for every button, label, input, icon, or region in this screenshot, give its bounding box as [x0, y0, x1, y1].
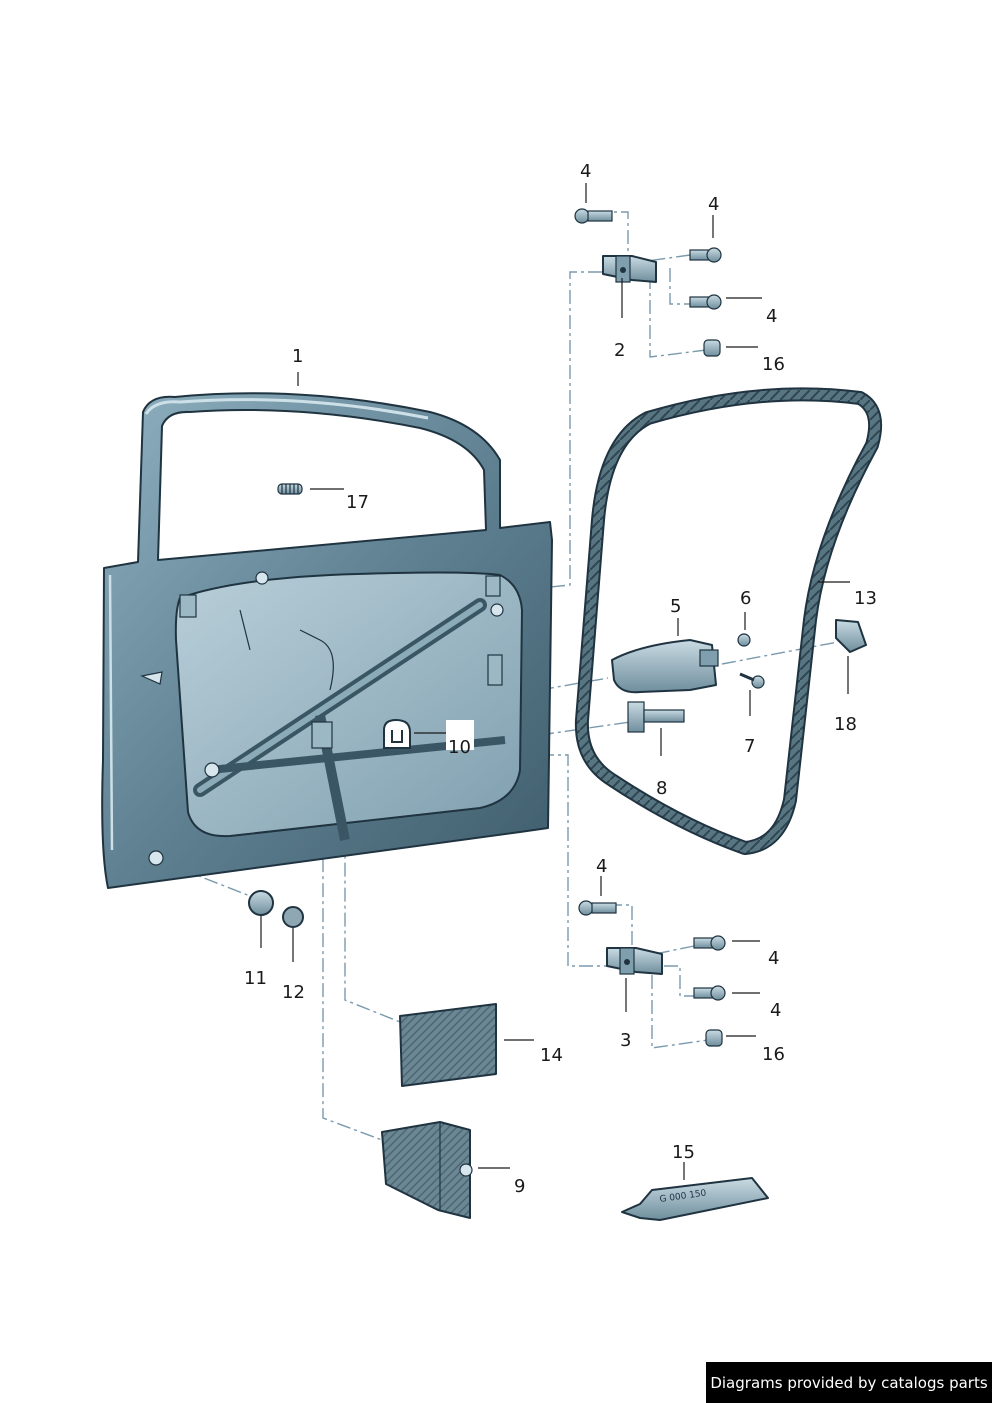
callout-4-lower-right: 4 — [768, 948, 779, 969]
credit-banner: Diagrams provided by catalogs parts — [706, 1362, 992, 1403]
callout-17: 17 — [346, 492, 369, 513]
callout-15: 15 — [672, 1142, 695, 1163]
bolt-part-8 — [627, 701, 685, 733]
lower-hinge — [606, 947, 663, 975]
spring-part-17 — [277, 483, 303, 495]
callout-4-lower-mid: 4 — [770, 1000, 781, 1021]
foil-part-14 — [399, 1003, 497, 1087]
callout-5: 5 — [670, 596, 681, 617]
callout-7: 7 — [744, 736, 755, 757]
callout-10: 10 — [448, 737, 471, 758]
callout-12: 12 — [282, 982, 305, 1003]
nut-part-6 — [737, 633, 751, 647]
bushing-upper — [703, 339, 721, 357]
upper-hinge — [602, 255, 657, 283]
clip-part-10 — [383, 718, 474, 750]
callout-4-top: 4 — [580, 161, 591, 182]
callout-9: 9 — [514, 1176, 525, 1197]
bushing-lower — [705, 1029, 723, 1047]
callout-13: 13 — [854, 588, 877, 609]
callout-4-upper-mid: 4 — [766, 306, 777, 327]
leader-lines — [260, 183, 850, 1180]
bolt-lower-right-b — [693, 985, 726, 1001]
door-shell — [101, 392, 553, 889]
callout-2: 2 — [614, 340, 625, 361]
bolt-lower-right-a — [693, 935, 726, 951]
bolt-upper-right-b — [689, 294, 722, 310]
callout-8: 8 — [656, 778, 667, 799]
callout-16-upper: 16 — [762, 354, 785, 375]
callout-16-lower: 16 — [762, 1044, 785, 1065]
callout-3: 3 — [620, 1030, 631, 1051]
bolt-upper-left — [574, 208, 613, 224]
callout-18: 18 — [834, 714, 857, 735]
callout-4-upper-right: 4 — [708, 194, 719, 215]
plug-part-11 — [248, 890, 274, 916]
callout-1: 1 — [292, 346, 303, 367]
callout-11: 11 — [244, 968, 267, 989]
callout-labels: 1 17 4 4 4 2 16 13 5 6 18 7 8 10 4 11 12… — [244, 161, 877, 1197]
door-check-strap — [611, 639, 719, 694]
screw-part-7 — [739, 672, 765, 689]
bolt-upper-right-a — [689, 247, 722, 263]
callout-6: 6 — [740, 588, 751, 609]
striker-part-18 — [835, 619, 867, 653]
door-seal — [574, 387, 882, 855]
callout-4-lower-top: 4 — [596, 856, 607, 877]
plug-part-12 — [282, 906, 304, 928]
callout-14: 14 — [540, 1045, 563, 1066]
sealant-tube: G 000 150 — [621, 1177, 769, 1221]
pad-part-9 — [381, 1121, 473, 1219]
bolt-lower-left — [578, 900, 617, 916]
